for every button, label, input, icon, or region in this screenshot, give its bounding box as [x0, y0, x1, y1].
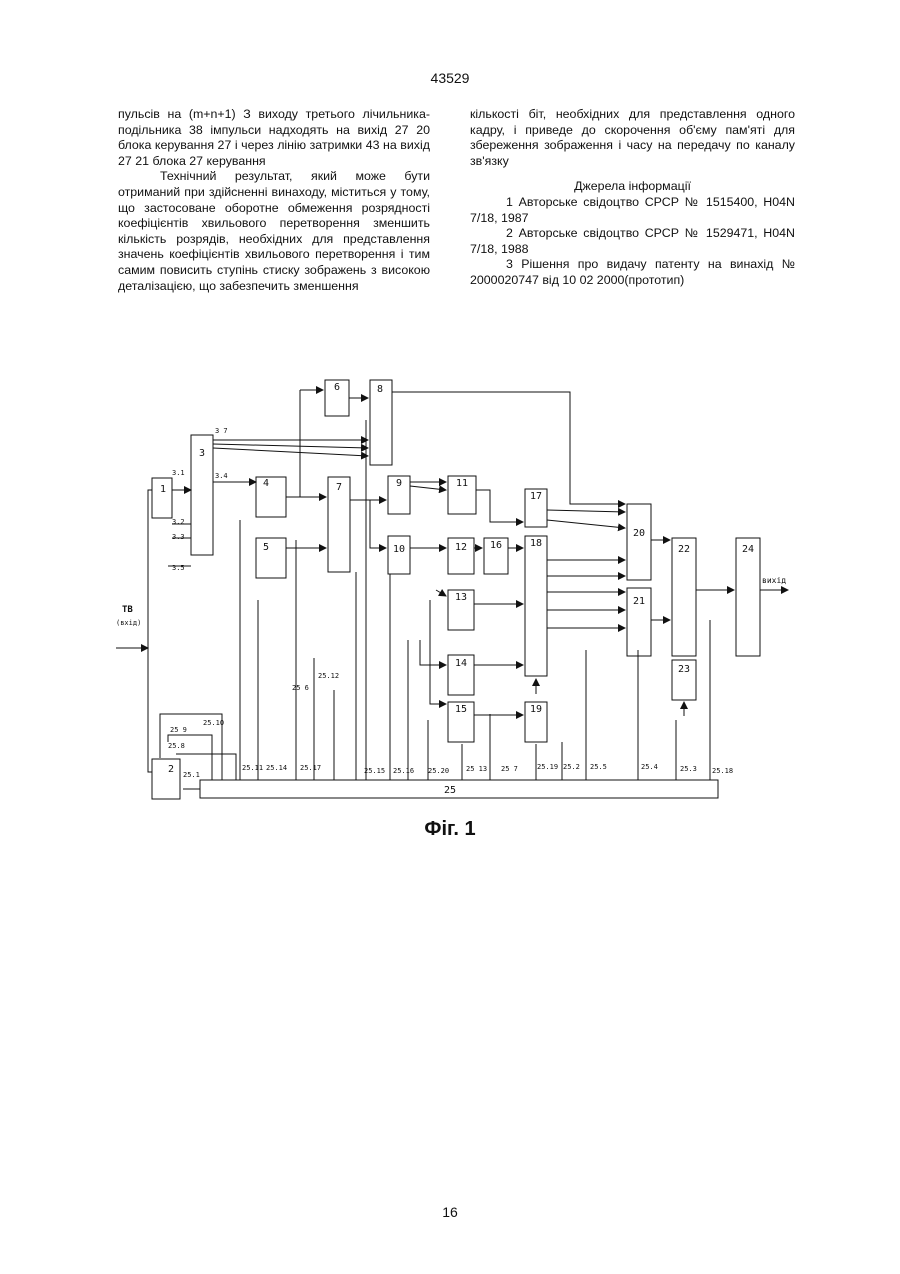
- pin-25-15: 25.15: [364, 767, 385, 775]
- label-block-19: 19: [530, 704, 542, 715]
- page-number-bottom: 16: [0, 1204, 900, 1220]
- output-label: вихід: [762, 576, 786, 585]
- pin-25-8: 25.8: [168, 742, 185, 750]
- label-block-10: 10: [393, 544, 405, 555]
- label-block-25: 25: [444, 785, 456, 796]
- pin-3-2: 3.2: [172, 518, 185, 526]
- input-label: ТВ: [122, 605, 133, 615]
- label-block-20: 20: [633, 528, 645, 539]
- label-block-15: 15: [455, 704, 467, 715]
- reference-1: 1 Авторське свідоцтво СРСР № 1515400, H0…: [470, 195, 795, 226]
- label-block-7: 7: [336, 482, 342, 493]
- pin-25-4: 25.4: [641, 763, 658, 771]
- pin-25-17: 25.17: [300, 764, 321, 772]
- page-number-top: 43529: [0, 70, 900, 86]
- pin-25-10: 25.10: [203, 719, 224, 727]
- label-block-18: 18: [530, 538, 542, 549]
- pin-25-13: 25 13: [466, 765, 487, 773]
- sources-title: Джерела інформації: [470, 179, 795, 195]
- label-block-12: 12: [455, 542, 467, 553]
- pin-3-7: 3 7: [215, 427, 228, 435]
- block-diagram-figure: 1 2 3 4 5 6 8 7 9 10 11 12 13 14 15 16 1…: [110, 370, 810, 815]
- label-block-6: 6: [334, 382, 340, 393]
- pin-3-4: 3.4: [215, 472, 228, 480]
- pin-25-6: 25 6: [292, 684, 309, 692]
- label-block-23: 23: [678, 664, 690, 675]
- pin-25-19: 25.19: [537, 763, 558, 771]
- label-block-14: 14: [455, 658, 467, 669]
- label-block-24: 24: [742, 544, 754, 555]
- reference-3: 3 Рішення про видачу патенту на винахід …: [470, 257, 795, 288]
- input-sublabel: (вхід): [116, 619, 141, 627]
- pin-25-20: 25.20: [428, 767, 449, 775]
- pin-25-18: 25.18: [712, 767, 733, 775]
- label-block-4: 4: [263, 478, 269, 489]
- pin-3-5: 3.5: [172, 564, 185, 572]
- right-column: кількості біт, необхідних для представле…: [470, 107, 795, 289]
- figure-caption: Фіг. 1: [0, 818, 900, 841]
- right-paragraph-1: кількості біт, необхідних для представле…: [470, 107, 795, 169]
- pin-25-16: 25.16: [393, 767, 414, 775]
- label-block-3: 3: [199, 448, 205, 459]
- label-block-1: 1: [160, 484, 166, 495]
- left-paragraph-1: пульсів на (m+n+1) З виходу третього ліч…: [118, 107, 430, 169]
- pin-25-7: 25 7: [501, 765, 518, 773]
- pin-3-1: 3.1: [172, 469, 185, 477]
- label-block-11: 11: [456, 478, 468, 489]
- label-block-21: 21: [633, 596, 645, 607]
- left-paragraph-2: Технічний результат, який може бути отри…: [118, 169, 430, 294]
- block-4: [256, 477, 286, 517]
- pin-25-3: 25.3: [680, 765, 697, 773]
- label-block-8: 8: [377, 384, 383, 395]
- label-block-2: 2: [168, 764, 174, 775]
- reference-2: 2 Авторське свідоцтво СРСР № 1529471, H0…: [470, 226, 795, 257]
- pin-25-9: 25 9: [170, 726, 187, 734]
- block-10: [388, 536, 410, 574]
- pin-25-11: 25.11: [242, 764, 263, 772]
- pin-25-1: 25.1: [183, 771, 200, 779]
- pin-25-5: 25.5: [590, 763, 607, 771]
- label-block-9: 9: [396, 478, 402, 489]
- label-block-16: 16: [490, 540, 502, 551]
- block-20: [627, 504, 651, 580]
- block-24: [736, 538, 760, 656]
- block-diagram-svg: 1 2 3 4 5 6 8 7 9 10 11 12 13 14 15 16 1…: [110, 370, 810, 815]
- pin-3-3: 3.3: [172, 533, 185, 541]
- block-18: [525, 536, 547, 676]
- left-column: пульсів на (m+n+1) З виходу третього ліч…: [118, 107, 430, 294]
- label-block-5: 5: [263, 542, 269, 553]
- block-25: [200, 780, 718, 798]
- block-2: [152, 759, 180, 799]
- label-block-22: 22: [678, 544, 690, 555]
- pin-25-12: 25.12: [318, 672, 339, 680]
- pin-25-2: 25.2: [563, 763, 580, 771]
- label-block-17: 17: [530, 491, 542, 502]
- label-block-13: 13: [455, 592, 467, 603]
- pin-25-14: 25.14: [266, 764, 287, 772]
- block-22: [672, 538, 696, 656]
- block-5: [256, 538, 286, 578]
